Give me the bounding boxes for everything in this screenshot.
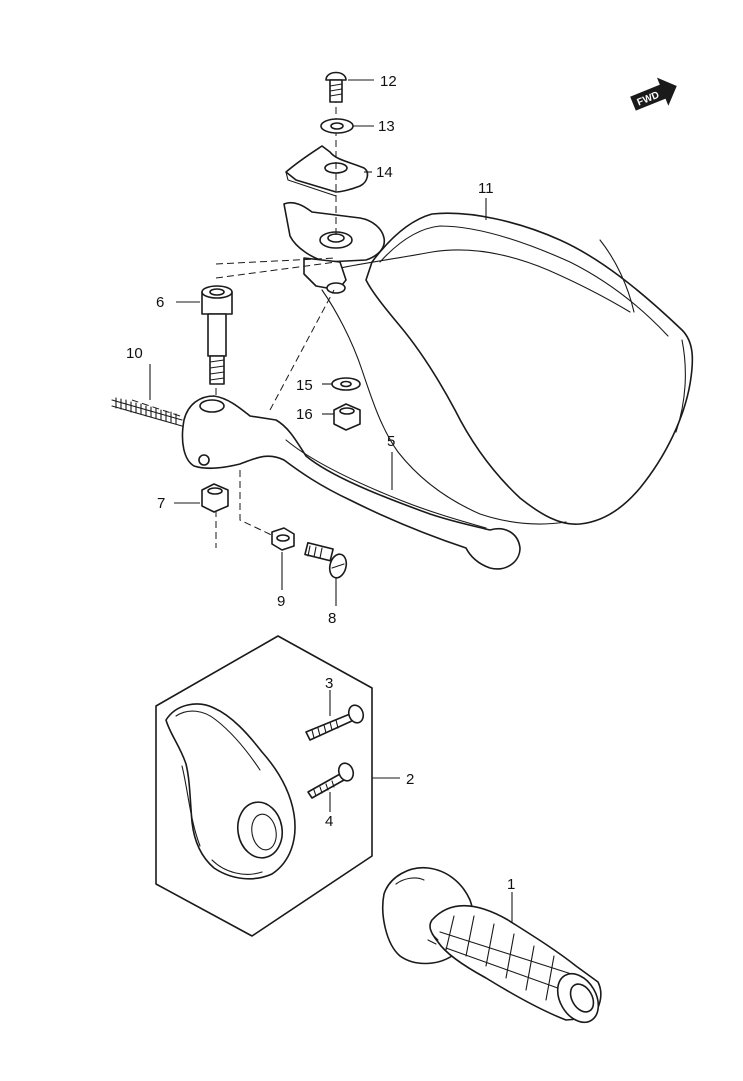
callout-16: 16 — [296, 406, 313, 423]
screw-4 — [307, 762, 355, 799]
handlebar-grip-1 — [381, 867, 602, 1024]
spring-10 — [111, 397, 183, 427]
nut-16 — [333, 403, 361, 431]
callout-3: 3 — [325, 675, 333, 692]
callout-labels: 12 13 14 11 6 10 15 16 5 7 9 8 3 2 4 1 — [126, 73, 515, 893]
lever-holder-2 — [155, 635, 373, 937]
screw-3 — [305, 704, 365, 741]
callout-8: 8 — [328, 610, 336, 627]
callout-2: 2 — [406, 771, 414, 788]
leader-lines — [149, 79, 513, 922]
hand-guard — [321, 212, 694, 525]
callout-5: 5 — [387, 433, 395, 450]
washer-15 — [331, 377, 361, 391]
pivot-bolt-6 — [201, 285, 233, 385]
clutch-lever-5 — [181, 395, 521, 570]
washer-13 — [320, 118, 354, 134]
callout-10: 10 — [126, 345, 143, 362]
nut-9 — [271, 527, 295, 551]
callout-12: 12 — [380, 73, 397, 90]
callout-4: 4 — [325, 813, 333, 830]
callout-13: 13 — [378, 118, 395, 135]
callout-9: 9 — [277, 593, 285, 610]
callout-15: 15 — [296, 377, 313, 394]
fwd-arrow-icon: FWD — [630, 77, 677, 111]
bolt-8 — [304, 541, 348, 579]
fwd-label: FWD — [636, 90, 661, 109]
callout-7: 7 — [157, 495, 165, 512]
callout-11: 11 — [478, 180, 494, 197]
screw-12 — [325, 71, 347, 103]
callout-6: 6 — [156, 294, 164, 311]
nut-7 — [201, 483, 229, 513]
callout-1: 1 — [507, 876, 515, 893]
callout-14: 14 — [376, 164, 393, 181]
